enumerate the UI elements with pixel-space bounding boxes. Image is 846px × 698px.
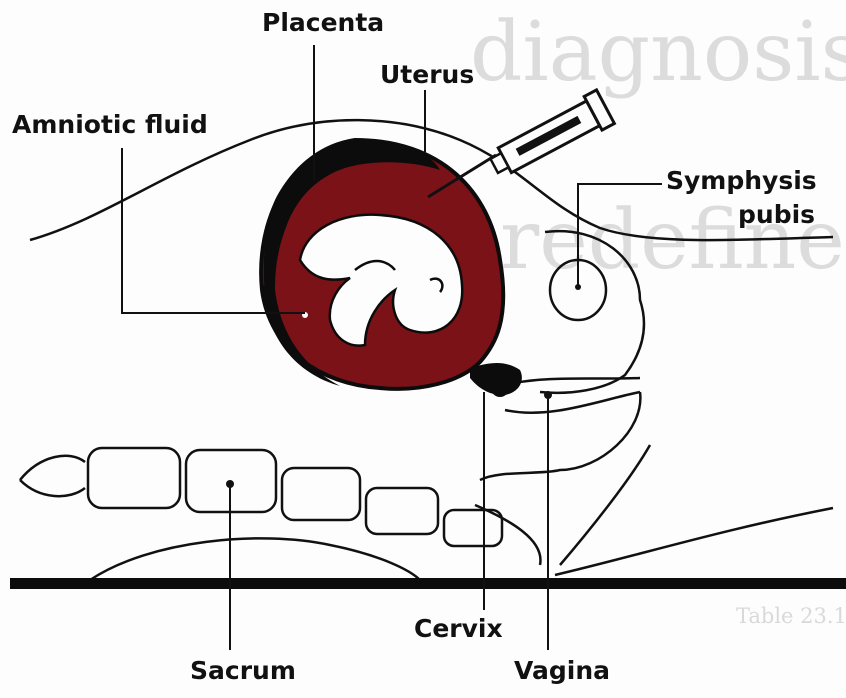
sacrum-spine-end [20,456,85,496]
back-contour [90,538,420,580]
vertebra-3 [282,468,360,520]
label-cervix: Cervix [414,616,503,641]
symphysis-region-outline [540,231,644,393]
cervix-os [491,379,509,397]
thigh-outline [555,508,833,575]
label-placenta: Placenta [262,10,384,35]
vagina-marker-dot [544,391,552,399]
label-sacrum: Sacrum [190,658,296,683]
label-symphysis-line1: Symphysis [666,168,817,193]
vertebra-5 [444,510,502,546]
examination-table [10,578,846,589]
vertebra-1 [88,448,180,508]
label-vagina: Vagina [514,658,610,683]
vagina-wall-upper [505,378,640,385]
perineum-outline [480,392,640,480]
buttock-outline [560,445,650,565]
vertebra-4 [366,488,438,534]
syringe [485,90,614,183]
label-amniotic-fluid: Amniotic fluid [12,112,208,137]
label-uterus: Uterus [380,62,474,87]
vagina-wall-lower [505,392,640,413]
label-symphysis-line2: pubis [738,202,815,227]
